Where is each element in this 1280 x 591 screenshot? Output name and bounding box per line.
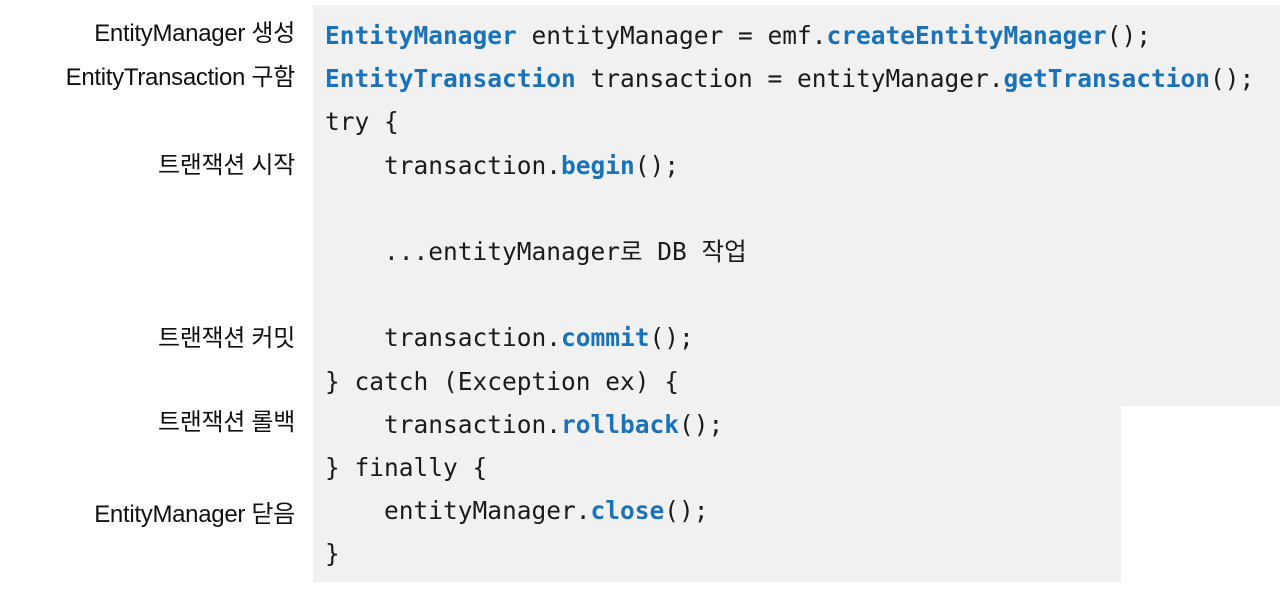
- code-text: entityManager.: [325, 496, 591, 526]
- annotation-label: EntityTransaction 구함: [65, 64, 296, 91]
- code-line: entityManager.close();: [325, 489, 1280, 532]
- annotation-label: EntityManager 닫음: [94, 501, 295, 528]
- code-text: ...entityManager로 DB 작업: [325, 236, 747, 266]
- code-text: transaction.: [325, 323, 562, 353]
- code-text: ();: [634, 150, 680, 180]
- code-line: try {: [325, 100, 1280, 143]
- code-text: } catch (Exception ex) {: [325, 366, 680, 396]
- code-keyword: EntityTransaction: [325, 64, 576, 94]
- code-text: ();: [664, 496, 709, 526]
- code-keyword: commit: [561, 323, 650, 353]
- code-text: ();: [1210, 64, 1255, 94]
- background-patch: [1121, 406, 1280, 591]
- code-line: [325, 273, 1280, 316]
- code-text: }: [325, 539, 340, 569]
- code-text: transaction.: [325, 409, 562, 439]
- code-keyword: rollback: [561, 409, 680, 439]
- code-text: ();: [1106, 21, 1152, 50]
- code-block: EntityManager entityManager = emf.create…: [313, 5, 1280, 582]
- code-text: ();: [649, 323, 694, 353]
- code-keyword: EntityManager: [325, 21, 517, 50]
- code-text: } finally {: [325, 452, 488, 482]
- code-text: try {: [325, 107, 399, 137]
- code-line: [325, 187, 1280, 230]
- code-text: entityManager = emf.: [516, 21, 827, 50]
- code-line: transaction.rollback();: [325, 403, 1280, 446]
- code-lines: EntityManager entityManager = emf.create…: [313, 5, 1280, 575]
- code-line: }: [325, 532, 1280, 575]
- code-line: } catch (Exception ex) {: [325, 360, 1280, 403]
- code-keyword: begin: [561, 150, 635, 180]
- code-line: EntityTransaction transaction = entityMa…: [325, 57, 1280, 100]
- code-text: ();: [679, 409, 724, 439]
- code-line: } finally {: [325, 446, 1280, 489]
- code-line: EntityManager entityManager = emf.create…: [325, 14, 1280, 57]
- annotation-label: 트랜잭션 롤백: [157, 409, 295, 436]
- code-text: transaction.: [325, 150, 562, 180]
- code-keyword: getTransaction: [1003, 64, 1211, 94]
- code-keyword: close: [590, 496, 665, 526]
- code-line: transaction.begin();: [325, 144, 1280, 187]
- code-line: ...entityManager로 DB 작업: [325, 230, 1280, 273]
- annotation-label: EntityManager 생성: [94, 20, 295, 47]
- annotation-label: 트랜잭션 시작: [157, 152, 295, 179]
- annotation-label: 트랜잭션 커밋: [157, 325, 295, 352]
- code-keyword: createEntityManager: [826, 21, 1107, 50]
- code-line: transaction.commit();: [325, 316, 1280, 359]
- code-text: transaction = entityManager.: [575, 64, 1004, 94]
